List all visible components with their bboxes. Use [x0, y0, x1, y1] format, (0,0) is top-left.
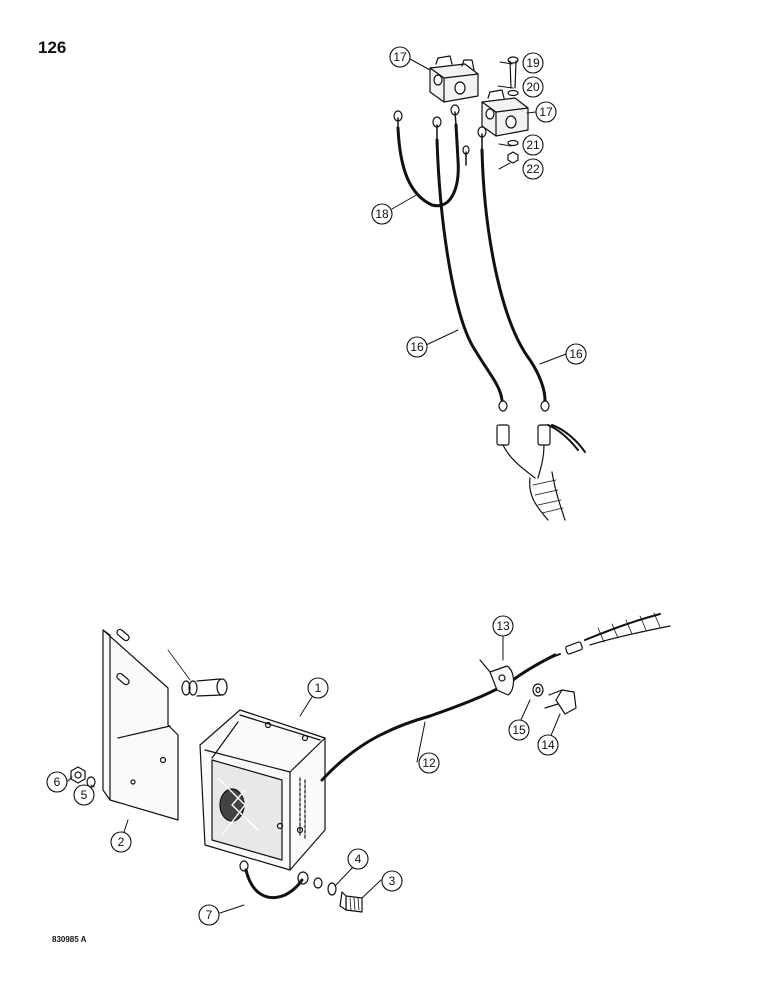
washer-15	[532, 683, 544, 697]
nut-6	[70, 766, 86, 784]
relay-block-upper	[429, 55, 479, 103]
ring-terminal	[477, 126, 487, 138]
callout-21: 21	[522, 134, 544, 156]
callout-13: 13	[492, 615, 514, 637]
callout-7: 7	[198, 904, 220, 926]
ring-terminal	[432, 116, 442, 128]
mounting-bracket-2	[102, 628, 179, 821]
callout-3: 3	[381, 870, 403, 892]
svg-text:2: 2	[118, 835, 125, 849]
callout-16-right: 16	[565, 343, 587, 365]
svg-text:19: 19	[526, 56, 540, 70]
washer-21	[507, 139, 519, 147]
callout-2: 2	[110, 831, 132, 853]
back-up-alarm-1	[199, 709, 326, 871]
svg-text:16: 16	[569, 347, 583, 361]
screw-19	[507, 56, 519, 89]
callout-20: 20	[522, 76, 544, 98]
callout-16-left: 16	[406, 336, 428, 358]
washer-20	[507, 89, 519, 97]
svg-text:20: 20	[526, 80, 540, 94]
callout-5: 5	[73, 784, 95, 806]
cable-16-left	[435, 138, 504, 402]
svg-text:7: 7	[206, 908, 213, 922]
svg-text:18: 18	[375, 207, 389, 221]
bolt-3	[339, 891, 363, 913]
svg-text:14: 14	[541, 738, 555, 752]
ring-terminal	[498, 400, 508, 412]
svg-text:21: 21	[526, 138, 540, 152]
svg-text:1: 1	[315, 681, 322, 695]
wiring-harness-top	[496, 424, 586, 521]
clamp-13	[479, 659, 515, 696]
callout-19: 19	[522, 52, 544, 74]
washer-5	[86, 776, 96, 788]
cable-16-right	[480, 148, 547, 402]
callout-18: 18	[371, 203, 393, 225]
callout-17-lower: 17	[535, 101, 557, 123]
svg-text:6: 6	[54, 775, 61, 789]
svg-text:16: 16	[410, 340, 424, 354]
callout-15: 15	[508, 719, 530, 741]
callout-1: 1	[307, 677, 329, 699]
washer-4	[327, 882, 337, 896]
svg-text:17: 17	[539, 105, 553, 119]
relay-block-lower	[481, 89, 529, 137]
nut-22	[507, 151, 519, 164]
callout-4: 4	[347, 848, 369, 870]
ring-terminal	[393, 110, 403, 122]
svg-text:22: 22	[526, 162, 540, 176]
ring-terminal	[450, 104, 460, 116]
wiring-harness-bottom	[544, 612, 671, 661]
washer-4a	[313, 877, 323, 889]
ring-terminal	[540, 400, 550, 412]
svg-text:13: 13	[496, 619, 510, 633]
svg-text:3: 3	[389, 874, 396, 888]
svg-text:5: 5	[81, 788, 88, 802]
callout-14: 14	[537, 734, 559, 756]
svg-text:17: 17	[393, 50, 407, 64]
callout-22: 22	[522, 158, 544, 180]
bracket-bolt	[181, 678, 228, 697]
cable-12	[320, 653, 557, 782]
page-number: 126	[38, 38, 67, 57]
svg-text:4: 4	[355, 852, 362, 866]
bolt-14	[544, 689, 577, 715]
figure-code: 830985 A	[52, 935, 87, 944]
ground-strap-7	[244, 868, 304, 900]
callout-6: 6	[46, 771, 68, 793]
svg-text:15: 15	[512, 723, 526, 737]
callout-12: 12	[418, 752, 440, 774]
cable-18	[396, 123, 460, 208]
svg-text:12: 12	[422, 756, 436, 770]
callout-17-upper: 17	[389, 46, 411, 68]
